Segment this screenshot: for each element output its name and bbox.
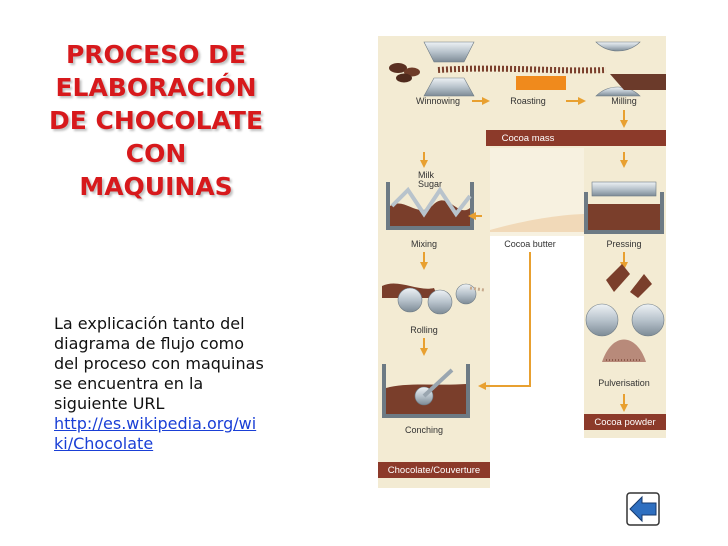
pressing-label: Pressing (606, 239, 641, 249)
milling-label: Milling (611, 96, 637, 106)
body-line: La explicación tanto del (54, 314, 245, 333)
cocoa-powder-bar (584, 414, 666, 430)
winnowing-label: Winnowing (416, 96, 460, 106)
pressing-machine (584, 181, 664, 234)
conching-label: Conching (405, 425, 443, 435)
milling-machine (595, 41, 666, 97)
chocolate-bar (378, 462, 490, 478)
cocoa-butter-label: Cocoa butter (504, 239, 556, 249)
title-line: CON (125, 139, 187, 168)
milk-label: Milk (418, 170, 434, 180)
roasting-heat-bar (516, 76, 566, 90)
body-line: siguiente URL (54, 394, 165, 413)
back-arrow-icon[interactable] (626, 492, 660, 526)
title-line: DE CHOCOLATE (48, 106, 264, 135)
wikipedia-link[interactable]: http://es.wikipedia.org/wi ki/Chocolate (54, 414, 276, 454)
link-line[interactable]: http://es.wikipedia.org/wi (54, 414, 257, 433)
cocoa-powder-label: Cocoa powder (594, 417, 655, 428)
roasting-label: Roasting (510, 96, 546, 106)
roasting-beans-stream (437, 65, 607, 74)
sugar-label: Sugar (418, 179, 442, 189)
rolling-label: Rolling (410, 325, 438, 335)
explanation-text: La explicación tanto del diagrama de flu… (54, 314, 276, 454)
cocoa-mass-label: Cocoa mass (502, 133, 555, 144)
chocolate-process-diagram: Winnowing Roasting Milling Cocoa mass Mi… (378, 36, 666, 488)
body-line: diagrama de flujo como (54, 334, 245, 353)
slide-title: PROCESO DE ELABORACIÓN DE CHOCOLATE CON … (46, 38, 266, 203)
title-line: ELABORACIÓN (55, 73, 257, 102)
body-line: se encuentra en la (54, 374, 204, 393)
body-line: del proceso con maquinas (54, 354, 264, 373)
title-line: PROCESO DE (65, 40, 247, 69)
cocoa-mass-bar (486, 130, 666, 146)
pulverisation-label: Pulverisation (598, 378, 650, 388)
rolling-machine (382, 283, 485, 315)
title-line: MAQUINAS (79, 172, 233, 201)
background-right-column (584, 148, 666, 438)
conching-machine (382, 364, 470, 418)
mixing-label: Mixing (411, 239, 437, 249)
cocoa-butter-to-conching-line (478, 252, 531, 390)
mixing-machine (386, 182, 474, 230)
pulverisation-machine (585, 264, 665, 362)
chocolate-label: Chocolate/Couverture (388, 465, 480, 476)
link-line[interactable]: ki/Chocolate (54, 434, 154, 453)
winnowing-machine (389, 41, 475, 97)
cocoa-butter-layer (490, 214, 588, 232)
